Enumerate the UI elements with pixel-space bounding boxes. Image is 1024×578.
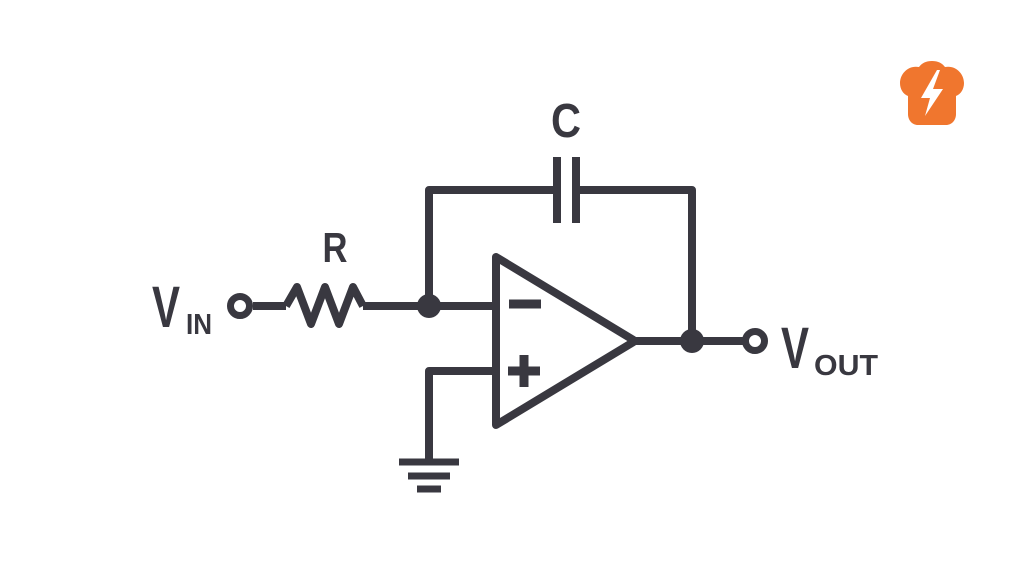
vout-label: V xyxy=(781,316,809,381)
vout-subscript-label: OUT xyxy=(814,350,878,382)
vin-subscript-label: IN xyxy=(186,309,212,341)
resistor-label: R xyxy=(323,224,348,271)
vin-terminal xyxy=(227,293,253,319)
capacitor-label: C xyxy=(551,95,581,148)
circuit-wires xyxy=(253,157,743,493)
vout-terminal xyxy=(742,328,768,354)
junction-dot-input xyxy=(417,294,441,318)
noninverting-ground-wire xyxy=(425,367,496,460)
feedback-left-wire xyxy=(425,186,553,306)
diagram-labels: V IN R C V OUT xyxy=(152,95,878,382)
feedback-right-wire xyxy=(580,186,696,341)
terminals xyxy=(227,293,768,354)
resistor-symbol xyxy=(282,283,367,328)
ground-symbol xyxy=(399,458,459,493)
vin-label: V xyxy=(152,275,180,340)
lightning-bolt-icon xyxy=(921,70,943,116)
brand-logo xyxy=(900,61,964,125)
junction-dot-output xyxy=(680,329,704,353)
junction-dots xyxy=(417,294,704,353)
opamp-triangle xyxy=(492,253,639,429)
opamp-plus-sign xyxy=(508,355,540,387)
